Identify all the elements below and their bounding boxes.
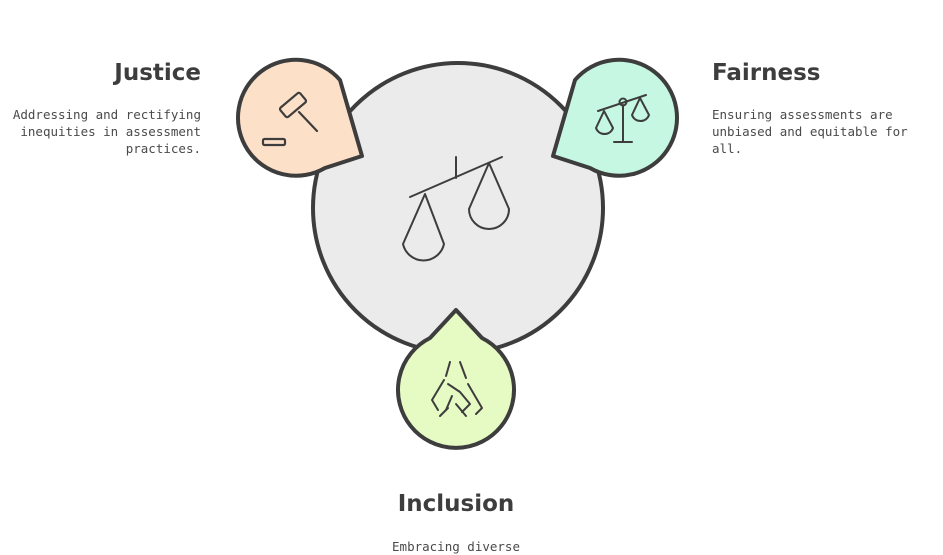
inclusion-title: Inclusion (397, 491, 515, 517)
central-scale-icon (402, 156, 510, 262)
justice-node (236, 57, 364, 178)
fairness-title: Fairness (712, 60, 821, 86)
fairness-description: Ensuring assessments are unbiased and eq… (712, 107, 908, 156)
justice-description: Addressing and rectifying inequities in … (12, 107, 201, 156)
gavel-icon (261, 91, 319, 147)
justice-title: Justice (114, 60, 201, 86)
fairness-node (551, 57, 679, 178)
joined-hands-icon (431, 361, 483, 417)
inclusion-node (396, 308, 516, 450)
fairness-scale-icon (595, 94, 650, 143)
inclusion-description: Embracing diverse (392, 539, 520, 554)
